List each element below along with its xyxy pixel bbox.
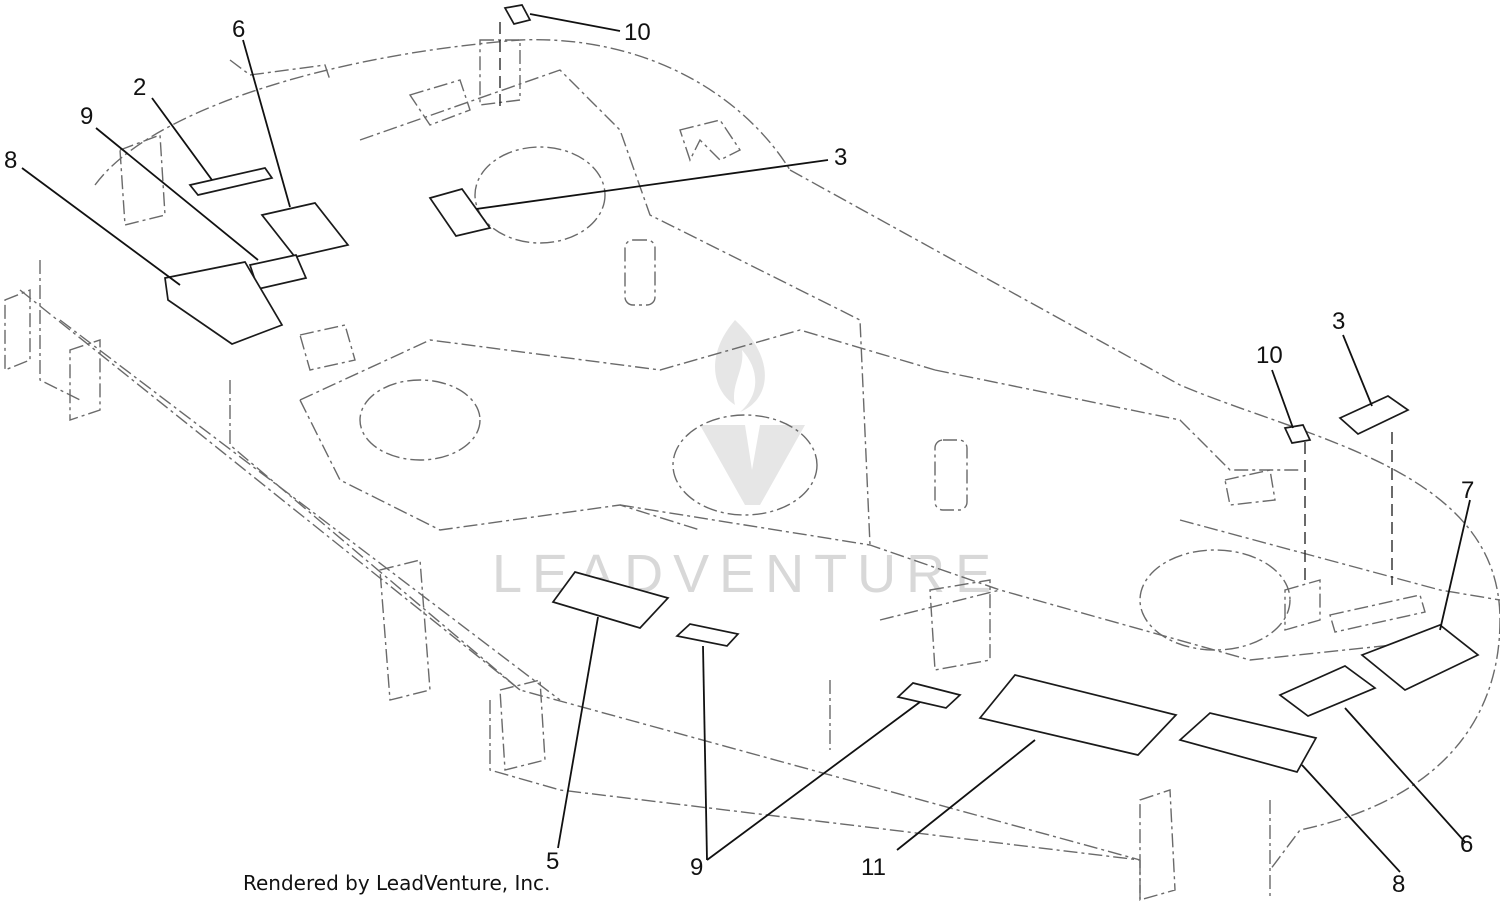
watermark: LEADVENTURE xyxy=(492,320,991,604)
callout-3-left: 3 xyxy=(834,144,847,171)
callout-9-left: 9 xyxy=(80,103,93,130)
decal-8-left xyxy=(164,261,284,345)
leader-lines xyxy=(21,13,1471,873)
callout-8-left: 8 xyxy=(4,147,17,174)
decal-8-right xyxy=(1178,712,1318,773)
callout-8-right: 8 xyxy=(1392,871,1405,898)
decal-11 xyxy=(978,674,1178,756)
decal-6-left xyxy=(260,202,350,258)
decal-10-top xyxy=(503,4,532,25)
decal-10-right xyxy=(1283,424,1312,444)
deck-phantom-outline xyxy=(4,39,1500,901)
callout-2: 2 xyxy=(133,74,146,101)
callout-9-bottom: 9 xyxy=(690,854,703,881)
watermark-flame-logo xyxy=(700,320,805,505)
decal-5 xyxy=(551,571,670,629)
decal-9-bottom-right xyxy=(896,682,962,709)
callout-3-right: 3 xyxy=(1332,308,1345,335)
callout-10-top: 10 xyxy=(624,19,651,46)
decal-9-bottom-left xyxy=(675,623,740,647)
decal-3-left xyxy=(428,188,492,237)
callout-6-left: 6 xyxy=(232,16,245,43)
decal-6-right xyxy=(1278,665,1377,717)
install-guide-lines xyxy=(499,22,1393,585)
decal-3-right xyxy=(1338,395,1410,436)
callout-10-right: 10 xyxy=(1256,342,1283,369)
callout-labels: 2 6 9 8 3 10 3 10 7 6 8 11 9 5 xyxy=(4,16,1474,898)
callout-5: 5 xyxy=(546,848,559,875)
render-credit: Rendered by LeadVenture, Inc. xyxy=(243,871,550,895)
callout-7: 7 xyxy=(1461,477,1474,504)
decal-2 xyxy=(188,167,274,196)
callout-11: 11 xyxy=(861,854,886,881)
callout-6-right: 6 xyxy=(1460,831,1473,858)
decal-7 xyxy=(1360,624,1480,691)
decals xyxy=(164,4,1480,773)
